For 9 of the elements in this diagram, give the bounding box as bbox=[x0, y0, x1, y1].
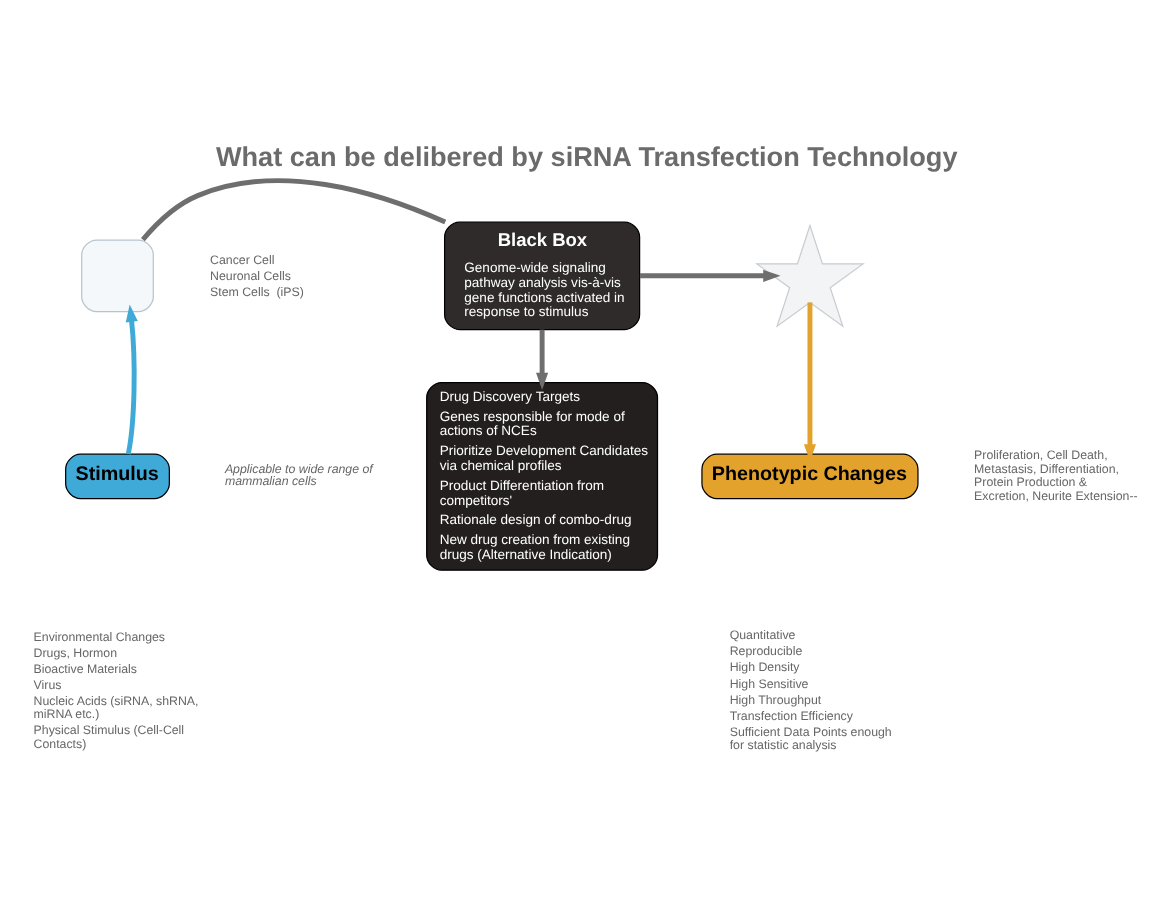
node-star bbox=[755, 223, 865, 328]
node-box bbox=[81, 239, 154, 313]
connector bbox=[141, 178, 447, 242]
arrow bbox=[125, 304, 138, 455]
node-box: Stimulus bbox=[65, 453, 170, 500]
arrow bbox=[536, 329, 549, 390]
diagram-title: What can be delibered by siRNA Transfection Technology bbox=[215, 142, 958, 173]
arrow bbox=[639, 269, 781, 282]
node-box: Phenotypic Changes bbox=[701, 453, 919, 500]
